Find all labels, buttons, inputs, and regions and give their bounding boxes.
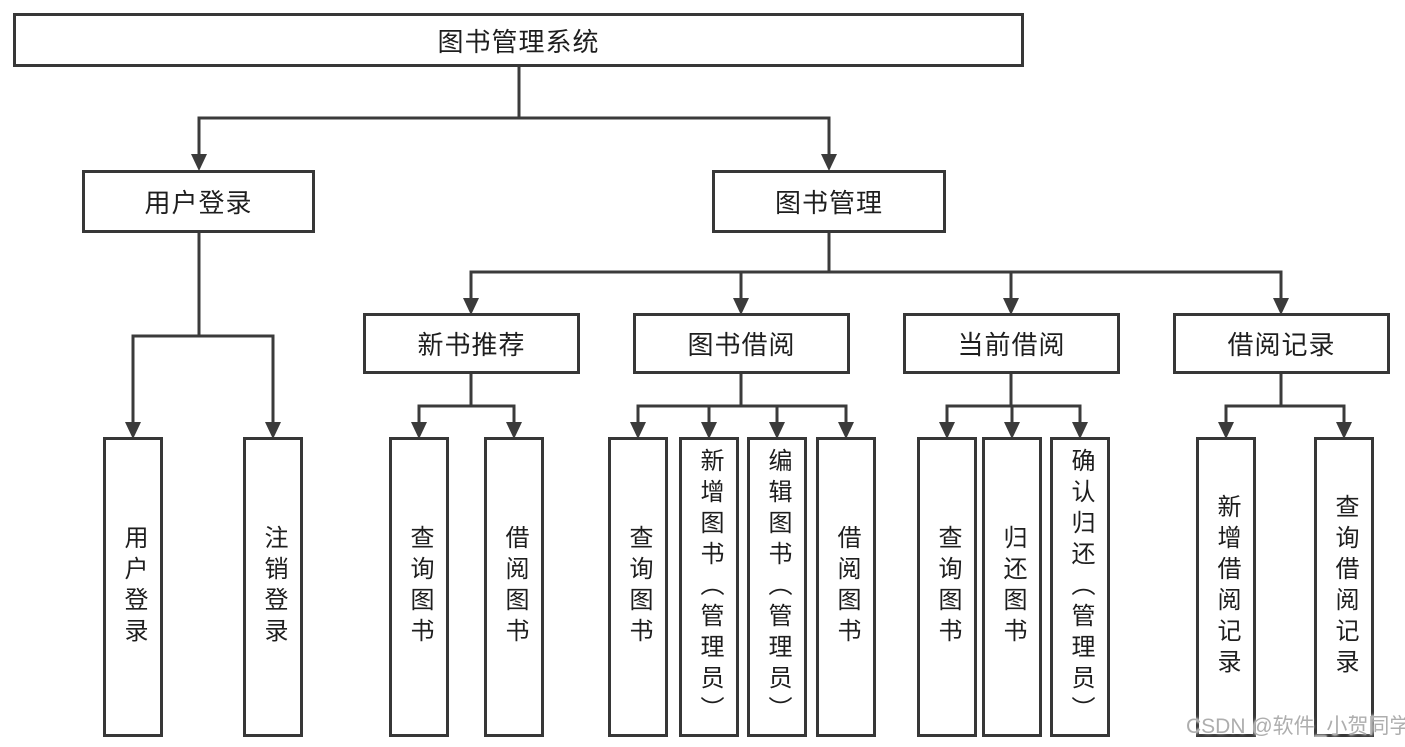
leaf-recommend-borrow-books: 借阅图书 xyxy=(484,437,544,737)
node-library-system: 图书管理系统 xyxy=(13,13,1024,67)
leaf-recommend-query-books-label: 查询图书 xyxy=(406,525,433,649)
leaf-add-book-admin: 新增图书（管理员） xyxy=(679,437,739,737)
node-borrow-records: 借阅记录 xyxy=(1173,313,1390,374)
node-user-login-label: 用户登录 xyxy=(144,188,253,218)
leaf-user-login: 用户登录 xyxy=(103,437,163,737)
node-new-book-recommend: 新书推荐 xyxy=(363,313,580,374)
node-book-borrow-label: 图书借阅 xyxy=(687,330,796,360)
leaf-confirm-return-admin: 确认归还（管理员） xyxy=(1050,437,1110,737)
leaf-add-book-admin-label: 新增图书（管理员） xyxy=(696,447,723,727)
node-current-borrow-label: 当前借阅 xyxy=(957,330,1066,360)
leaf-confirm-return-admin-label: 确认归还（管理员） xyxy=(1067,447,1094,727)
leaf-add-borrow-record: 新增借阅记录 xyxy=(1196,437,1256,737)
leaf-query-borrow-record-label: 查询借阅记录 xyxy=(1331,494,1358,680)
leaf-return-book: 归还图书 xyxy=(982,437,1042,737)
node-user-login: 用户登录 xyxy=(82,170,315,233)
leaf-borrow-book-label: 借阅图书 xyxy=(833,525,860,649)
leaf-return-book-label: 归还图书 xyxy=(999,525,1026,649)
leaf-recommend-borrow-books-label: 借阅图书 xyxy=(501,525,528,649)
leaf-current-query-books: 查询图书 xyxy=(917,437,977,737)
node-borrow-records-label: 借阅记录 xyxy=(1227,330,1336,360)
watermark: CSDN @软件_小贺同学 xyxy=(1186,715,1405,738)
node-book-borrow: 图书借阅 xyxy=(633,313,850,374)
leaf-borrow-query-books: 查询图书 xyxy=(608,437,668,737)
node-book-management-label: 图书管理 xyxy=(774,188,883,218)
leaf-add-borrow-record-label: 新增借阅记录 xyxy=(1213,494,1240,680)
leaf-logout: 注销登录 xyxy=(243,437,303,737)
node-book-management: 图书管理 xyxy=(712,170,946,233)
leaf-query-borrow-record: 查询借阅记录 xyxy=(1314,437,1374,737)
leaf-borrow-book: 借阅图书 xyxy=(816,437,876,737)
leaf-logout-label: 注销登录 xyxy=(260,525,287,649)
leaf-edit-book-admin-label: 编辑图书（管理员） xyxy=(764,447,791,727)
node-current-borrow: 当前借阅 xyxy=(903,313,1120,374)
leaf-borrow-query-books-label: 查询图书 xyxy=(625,525,652,649)
leaf-user-login-label: 用户登录 xyxy=(120,525,147,649)
leaf-current-query-books-label: 查询图书 xyxy=(934,525,961,649)
node-new-book-recommend-label: 新书推荐 xyxy=(417,330,526,360)
node-library-system-label: 图书管理系统 xyxy=(437,26,600,57)
leaf-edit-book-admin: 编辑图书（管理员） xyxy=(747,437,807,737)
leaf-recommend-query-books: 查询图书 xyxy=(389,437,449,737)
